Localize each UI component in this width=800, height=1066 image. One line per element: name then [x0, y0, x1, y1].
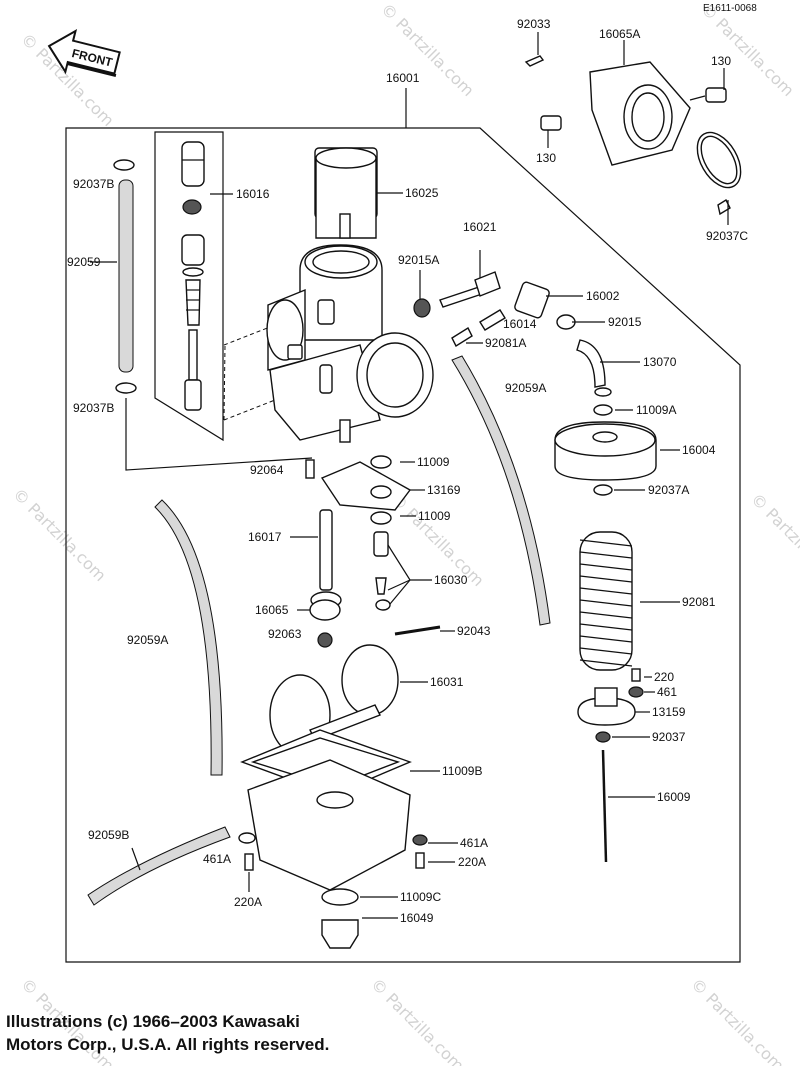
part-label: 92037	[652, 730, 686, 744]
part-label: 92063	[268, 627, 302, 641]
watermark: © Partzilla.com	[747, 489, 800, 590]
part-label: 92015A	[398, 253, 439, 267]
part-label: 461A	[460, 836, 488, 850]
watermark: © Partzilla.com	[9, 484, 110, 585]
front-arrow-icon: FRONT	[47, 28, 121, 78]
hose-92059A-right	[451, 355, 551, 626]
part-label: 92059	[67, 255, 101, 269]
hose-92059A-left	[154, 499, 223, 776]
carburetor-body	[266, 147, 434, 443]
hose-92059	[118, 179, 134, 373]
part-label: 16009	[657, 790, 691, 804]
part-label: 92033	[517, 17, 551, 31]
slide-16025	[315, 147, 377, 239]
part-label: 92059B	[88, 828, 129, 842]
part-label: 11009	[417, 455, 450, 469]
watermark: © Partzilla.com	[687, 974, 788, 1066]
part-label: 92059A	[505, 381, 546, 395]
sub-assembly-frame	[154, 131, 224, 442]
carb-cap	[554, 404, 657, 496]
air-intake-assembly	[524, 55, 742, 216]
part-label: 11009B	[442, 764, 482, 778]
part-label: 16002	[586, 289, 620, 303]
diagram-code: E1611-0068	[703, 3, 757, 14]
part-label: 92037C	[706, 229, 748, 243]
float-bowl-gasket-parts	[305, 455, 412, 525]
part-label: 92037B	[73, 401, 114, 415]
part-label: 92081A	[485, 336, 526, 350]
part-labels: 92033 16065A 130 130 92037C 16001 92037B…	[67, 17, 748, 925]
part-label: 16021	[463, 220, 497, 234]
throttle-slide-parts	[181, 141, 205, 411]
copyright-notice: Illustrations (c) 1966–2003 Kawasaki Mot…	[6, 1010, 329, 1056]
oring-11009C	[321, 888, 359, 906]
part-label: 220	[654, 670, 674, 684]
part-label: 11009C	[400, 890, 441, 904]
part-label: 220A	[458, 855, 486, 869]
part-label: 461	[657, 685, 677, 699]
part-label: 92015	[608, 315, 642, 329]
part-label: 16001	[386, 71, 420, 85]
float-bowl	[240, 729, 412, 891]
part-label: 16065	[255, 603, 289, 617]
part-label: 16017	[248, 530, 282, 544]
watermark: © Partzilla.com	[377, 0, 478, 100]
watermark: © Partzilla.com	[697, 0, 798, 100]
part-label: 92043	[457, 624, 491, 638]
part-label: 461A	[203, 852, 231, 866]
part-label: 13169	[427, 483, 461, 497]
part-label: 130	[536, 151, 556, 165]
part-label: 16031	[430, 675, 464, 689]
washer-461A-right	[412, 834, 428, 846]
part-label: 16016	[236, 187, 270, 201]
leader-lines	[90, 192, 680, 919]
part-label: 16004	[682, 443, 716, 457]
part-label: 13159	[652, 705, 686, 719]
part-label: 16030	[434, 573, 468, 587]
part-label: 13070	[643, 355, 677, 369]
part-label: 92081	[682, 595, 716, 609]
jet-parts	[309, 509, 342, 648]
watermark: © Partzilla.com	[367, 974, 468, 1066]
part-label: 92059A	[127, 633, 168, 647]
hose-92059B	[87, 826, 231, 906]
part-label: 130	[711, 54, 731, 68]
spring-92081	[579, 531, 633, 671]
part-label: 92037A	[648, 483, 689, 497]
part-label: 11009A	[636, 403, 676, 417]
copyright-line-1: Illustrations (c) 1966–2003 Kawasaki	[6, 1012, 300, 1031]
part-label: 16014	[503, 317, 537, 331]
part-label: 16025	[405, 186, 439, 200]
float-valve-16030	[373, 531, 391, 611]
part-label: 92064	[250, 463, 284, 477]
assembly-frame	[65, 127, 741, 963]
drain-plug-16049	[321, 919, 359, 949]
part-label: 16065A	[599, 27, 640, 41]
part-label: 92037B	[73, 177, 114, 191]
needle-parts	[577, 668, 644, 863]
adjuster-parts	[413, 271, 612, 397]
copyright-line-2: Motors Corp., U.S.A. All rights reserved…	[6, 1035, 330, 1054]
part-label: 11009	[418, 509, 451, 523]
part-label: 16049	[400, 911, 434, 925]
part-label: 220A	[234, 895, 262, 909]
